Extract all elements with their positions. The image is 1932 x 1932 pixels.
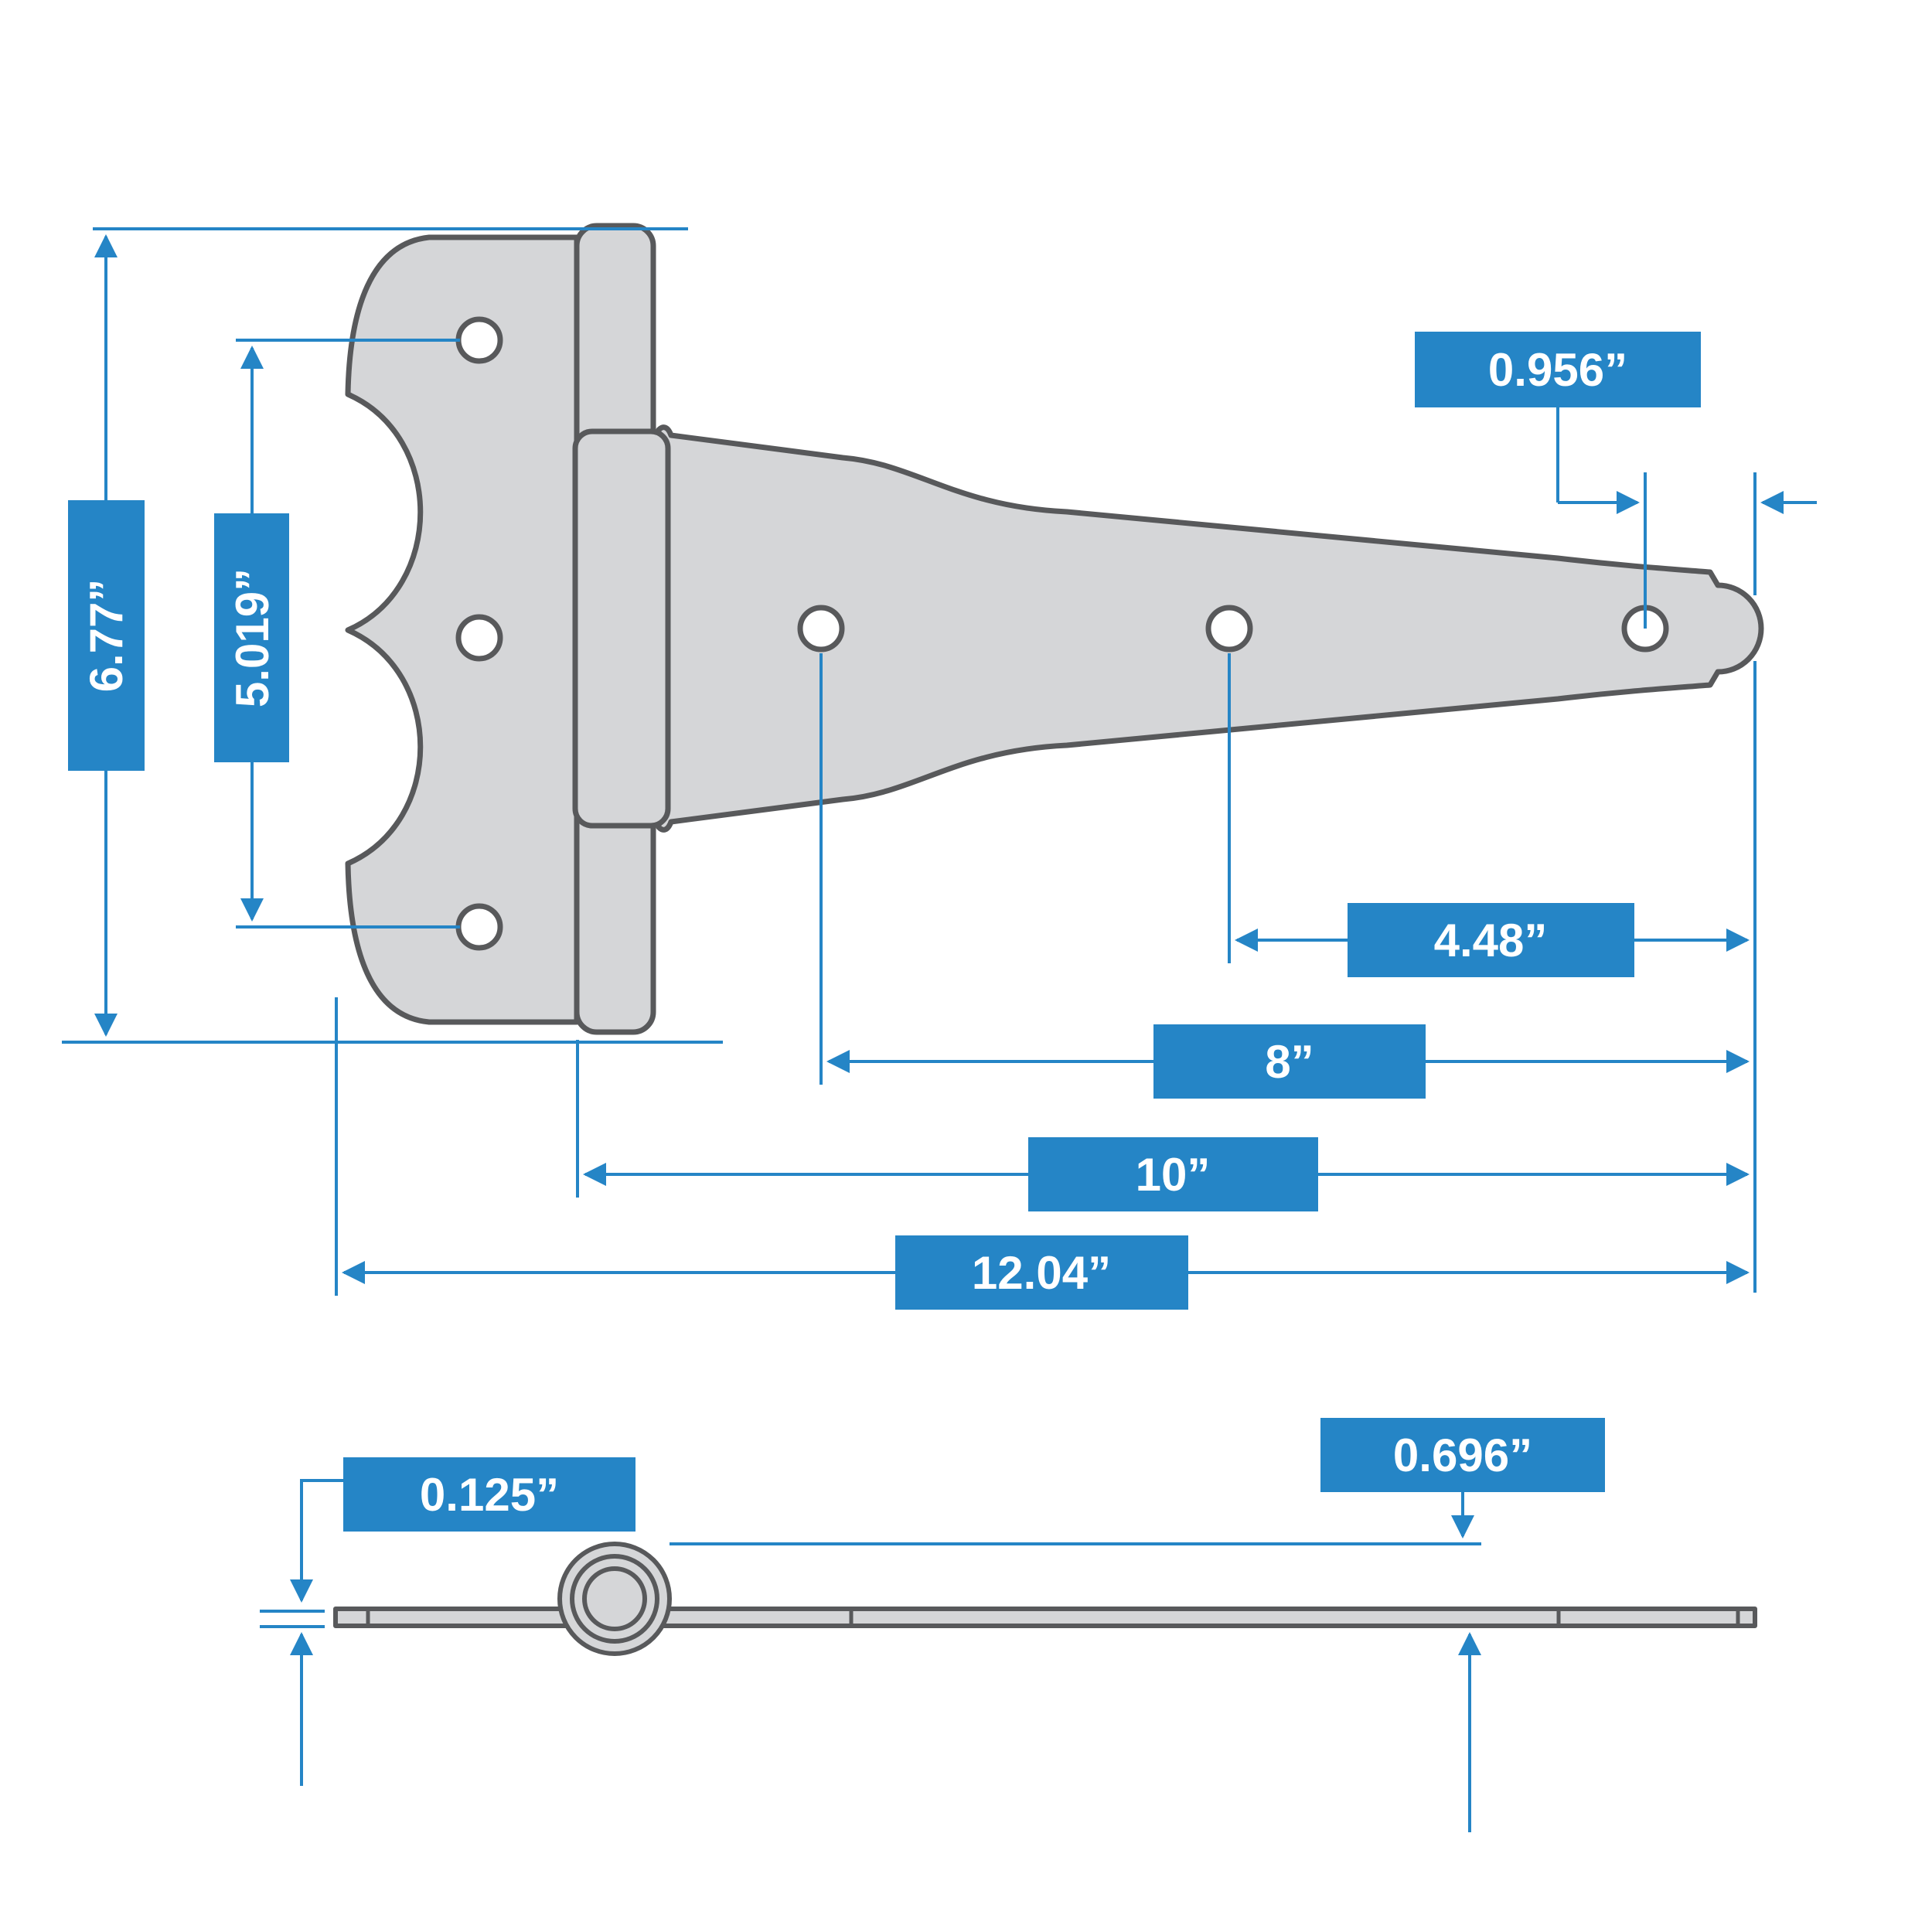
dimension-plate-height: 6.77” <box>62 227 723 1044</box>
label-8: 8” <box>1265 1036 1314 1088</box>
hinge-top-view <box>345 223 1764 1035</box>
plate-hole-top <box>455 316 503 364</box>
label-6-77: 6.77” <box>80 579 132 693</box>
dimension-thickness: 0.125” <box>260 1457 635 1786</box>
dimension-12-04: 12.04” <box>335 997 1750 1310</box>
label-12-04: 12.04” <box>972 1247 1111 1299</box>
plate-hole-middle <box>455 614 503 662</box>
label-0-696: 0.696” <box>1393 1429 1532 1481</box>
label-10: 10” <box>1136 1149 1211 1201</box>
label-box-8 <box>1153 1024 1426 1099</box>
dimension-8: 8” <box>819 653 1750 1099</box>
label-4-48: 4.48” <box>1434 915 1548 966</box>
label-box-4-48 <box>1348 903 1634 977</box>
label-box-0-125 <box>343 1457 635 1532</box>
side-knuckle-ring <box>570 1554 659 1644</box>
label-box-0-956 <box>1415 332 1701 407</box>
label-box-6-77 <box>68 500 145 771</box>
label-box-10 <box>1028 1137 1318 1211</box>
dimension-4-48: 4.48” <box>1228 653 1750 977</box>
label-0-125: 0.125” <box>420 1469 559 1521</box>
strap-hole-2 <box>1205 605 1253 653</box>
label-5-019: 5.019” <box>227 568 278 707</box>
side-knuckle-pin <box>582 1566 647 1631</box>
strap-hole-1 <box>797 605 845 653</box>
label-box-0-696 <box>1320 1418 1605 1492</box>
label-box-5-019 <box>214 513 289 762</box>
hinge-side-view <box>333 1542 1757 1656</box>
dimension-plate-hole-span: 5.019” <box>214 339 460 929</box>
plate-hole-bottom <box>455 903 503 951</box>
label-box-12-04 <box>895 1235 1188 1310</box>
dimension-knuckle: 0.696” <box>670 1418 1605 1832</box>
strap-knuckle-segment <box>572 428 671 829</box>
dimension-10: 10” <box>576 1040 1750 1211</box>
dimension-tip-hole-to-end: 0.956” <box>1415 332 1817 629</box>
side-plate-bar <box>333 1607 1757 1628</box>
label-0-956: 0.956” <box>1488 344 1627 396</box>
